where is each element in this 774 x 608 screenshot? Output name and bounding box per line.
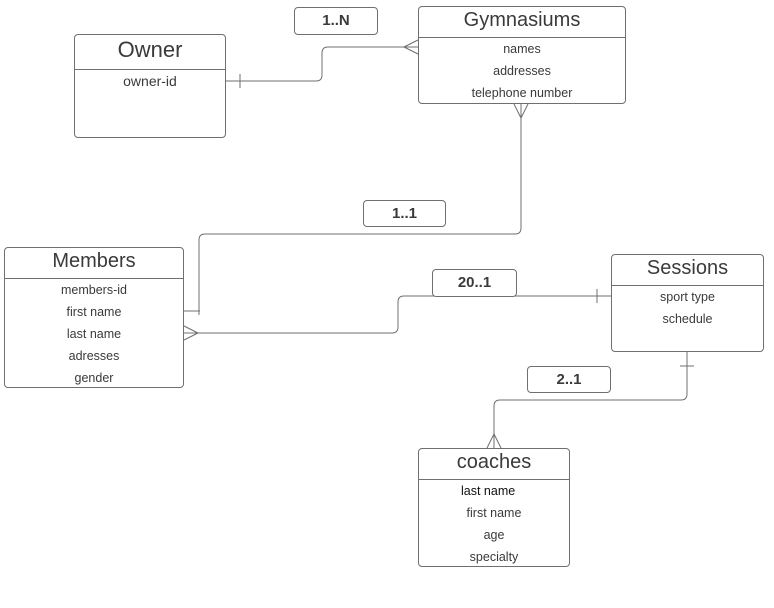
- crowfoot-gymnasiums-owner: [403, 39, 419, 55]
- gymnasiums-attribute: names: [503, 42, 541, 56]
- entity-coaches[interactable]: coaches last name first name age special…: [418, 448, 570, 567]
- members-attribute: members-id: [61, 283, 127, 297]
- sessions-attribute: sport type: [660, 290, 715, 304]
- sessions-attribute: schedule: [662, 312, 713, 326]
- coaches-attribute: first name: [466, 506, 522, 520]
- link-owner-gymnasiums: [226, 46, 418, 82]
- crowfoot-gymnasiums-members: [513, 103, 529, 119]
- relationship-label-sessions-coaches: 2..1: [527, 366, 611, 393]
- entity-gymnasiums[interactable]: Gymnasiums names addresses telephone num…: [418, 6, 626, 104]
- crowfoot-coaches: [486, 433, 502, 449]
- entity-members[interactable]: Members members-id first name last name …: [4, 247, 184, 388]
- entity-gymnasiums-title: Gymnasiums: [419, 7, 625, 38]
- coaches-attribute: last name: [461, 484, 516, 498]
- relationship-label-gymnasiums-members: 1..1: [363, 200, 446, 227]
- members-attribute: first name: [66, 305, 122, 319]
- entity-members-title: Members: [5, 248, 183, 279]
- members-attribute: adresses: [68, 349, 120, 363]
- link-gymnasiums-members: [198, 104, 522, 315]
- link-sessions-coaches: [493, 352, 688, 448]
- owner-attribute: owner-id: [123, 73, 177, 89]
- entity-coaches-title: coaches: [419, 449, 569, 480]
- entity-sessions-title: Sessions: [612, 255, 763, 286]
- link-members-sessions: [184, 295, 611, 334]
- gymnasiums-attribute: telephone number: [471, 86, 573, 100]
- members-attribute: gender: [74, 371, 114, 385]
- relationship-label-members-sessions: 20..1: [432, 269, 517, 297]
- entity-sessions[interactable]: Sessions sport type schedule: [611, 254, 764, 352]
- coaches-attribute: age: [483, 528, 505, 542]
- entity-owner[interactable]: Owner owner-id: [74, 34, 226, 138]
- gymnasiums-attribute: addresses: [493, 64, 551, 78]
- relationship-label-owner-gymnasiums: 1..N: [294, 7, 378, 35]
- coaches-attribute: specialty: [469, 550, 519, 564]
- members-attribute: last name: [66, 327, 122, 341]
- entity-owner-title: Owner: [75, 35, 225, 70]
- crowfoot-members-sessions: [183, 325, 199, 341]
